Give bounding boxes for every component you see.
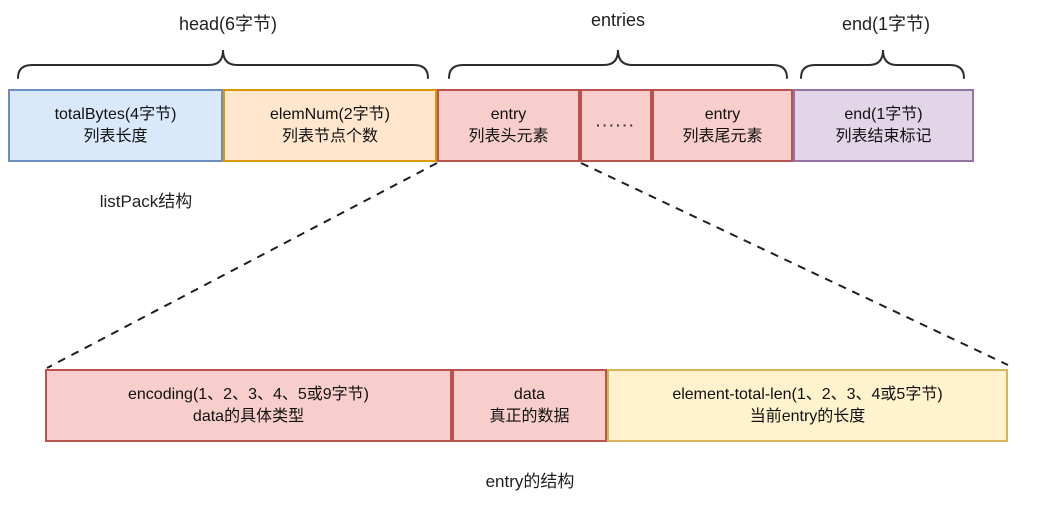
data-title: data — [513, 385, 546, 403]
entries-brace-label: entries — [590, 10, 646, 30]
encoding-desc: data的具体类型 — [192, 407, 305, 425]
entry-head-desc: 列表头元素 — [468, 127, 549, 145]
entries-ellipsis: ······ — [596, 117, 636, 134]
entries-ellipsis-box: ······ — [580, 89, 652, 162]
element-total-len-box: element-total-len(1、2、3、4或5字节) 当前entry的长… — [607, 369, 1008, 442]
elemnum-box: elemNum(2字节) 列表节点个数 — [223, 89, 437, 162]
end-desc: 列表结束标记 — [835, 127, 932, 145]
entries-brace — [448, 49, 788, 79]
end-title: end(1字节) — [844, 105, 923, 123]
elemnum-desc: 列表节点个数 — [281, 127, 378, 145]
entry-caption: entry的结构 — [485, 472, 575, 491]
element-total-len-desc: 当前entry的长度 — [749, 407, 866, 425]
entry-tail-desc: 列表尾元素 — [682, 127, 763, 145]
totalbytes-desc: 列表长度 — [83, 127, 148, 145]
encoding-title: encoding(1、2、3、4、5或9字节) — [128, 385, 369, 403]
totalbytes-title: totalBytes(4字节) — [54, 105, 177, 123]
data-box: data 真正的数据 — [452, 369, 607, 442]
encoding-box: encoding(1、2、3、4、5或9字节) data的具体类型 — [45, 369, 452, 442]
entry-tail-box: entry 列表尾元素 — [652, 89, 793, 162]
element-total-len-title: element-total-len(1、2、3、4或5字节) — [672, 385, 943, 403]
entry-head-title: entry — [490, 105, 527, 123]
entry-tail-title: entry — [704, 105, 741, 123]
totalbytes-box: totalBytes(4字节) 列表长度 — [8, 89, 223, 162]
entry-expand-line-right — [580, 162, 1009, 366]
elemnum-title: elemNum(2字节) — [269, 105, 391, 123]
data-desc: 真正的数据 — [489, 407, 570, 425]
listpack-caption: listPack结构 — [99, 192, 193, 211]
end-brace-label: end(1字节) — [841, 14, 931, 34]
head-brace — [17, 49, 429, 79]
end-brace — [800, 49, 965, 79]
head-brace-label: head(6字节) — [178, 14, 278, 34]
entry-head-box: entry 列表头元素 — [437, 89, 580, 162]
end-box: end(1字节) 列表结束标记 — [793, 89, 974, 162]
